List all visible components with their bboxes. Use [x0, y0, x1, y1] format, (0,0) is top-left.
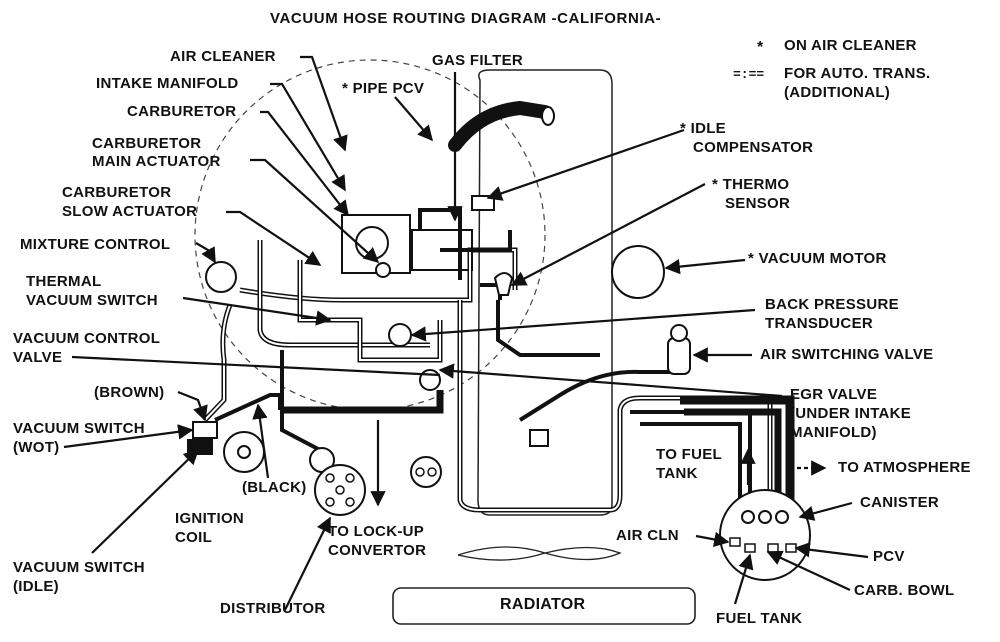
distributor-post — [345, 473, 355, 483]
label-canister: CANISTER — [860, 494, 940, 511]
back-pressure-transducer — [388, 323, 412, 347]
label-mixture-control: MIXTURE CONTROL — [20, 236, 171, 253]
vacuum-switch-idle — [187, 439, 213, 455]
label-fuel-tank-top-2: TANK — [656, 465, 698, 482]
label-ignition-2: COIL — [175, 529, 213, 546]
label-radiator: RADIATOR — [500, 596, 586, 613]
gas-filter-hose — [448, 100, 552, 152]
canister-port — [785, 543, 797, 553]
canister-port — [767, 543, 779, 553]
egr-bracket — [529, 429, 549, 447]
label-carb-slow-1: CARBURETOR — [62, 184, 172, 201]
label-air-switching-valve: AIR SWITCHING VALVE — [760, 346, 934, 363]
ignition-coil-center — [237, 445, 251, 459]
label-vcv-1: VACUUM CONTROL — [13, 330, 161, 347]
egr-valve — [419, 369, 441, 391]
mixture-control-bulb — [205, 261, 237, 293]
canister-port — [741, 510, 755, 524]
label-black: (BLACK) — [242, 479, 307, 496]
label-vs-wot-2: (WOT) — [13, 439, 60, 456]
label-pcv: PCV — [873, 548, 905, 565]
label-egr-3: MANIFOLD) — [790, 424, 877, 441]
canister-port — [729, 537, 741, 547]
canister-port — [758, 510, 772, 524]
vacuum-switch-wot — [192, 421, 218, 439]
label-egr-1: EGR VALVE — [790, 386, 878, 403]
label-air-cln: AIR CLN — [616, 527, 679, 544]
label-distributor: DISTRIBUTOR — [220, 600, 326, 617]
label-idle-comp-1: * IDLE — [680, 120, 726, 137]
label-vs-idle-1: VACUUM SWITCH — [13, 559, 145, 576]
label-lockup-1: TO LOCK-UP — [328, 523, 425, 540]
pulley — [410, 456, 442, 488]
distributor-post — [345, 497, 355, 507]
label-vs-idle-2: (IDLE) — [13, 578, 59, 595]
air-cleaner-outline — [194, 59, 546, 411]
label-gas-filter: GAS FILTER — [432, 52, 524, 69]
label-vacuum-motor: * VACUUM MOTOR — [748, 250, 887, 267]
pulley-hole — [427, 467, 437, 477]
label-intake-manifold: INTAKE MANIFOLD — [96, 75, 239, 92]
legend-dash-text-1: FOR AUTO. TRANS. — [784, 65, 931, 82]
canister-port — [775, 510, 789, 524]
label-pipe-pcv: * PIPE PCV — [342, 80, 425, 97]
hose-bundle — [203, 208, 795, 513]
label-bpt-1: BACK PRESSURE — [765, 296, 899, 313]
radiator-shroud — [477, 69, 613, 516]
legend-asterisk-text: ON AIR CLEANER — [784, 37, 917, 54]
label-fuel-tank-top-1: TO FUEL — [656, 446, 722, 463]
radiator-box — [392, 587, 696, 625]
distributor-post — [335, 485, 345, 495]
legend-dash-symbol: =:== — [733, 67, 764, 82]
distributor-cap — [314, 464, 366, 516]
label-brown: (BROWN) — [94, 384, 165, 401]
carburetor-body — [341, 214, 411, 274]
label-carburetor: CARBURETOR — [127, 103, 237, 120]
leader-lines — [63, 55, 869, 611]
fan-blades — [457, 546, 622, 561]
distributor-post — [325, 473, 335, 483]
label-idle-comp-2: COMPENSATOR — [693, 139, 814, 156]
legend-dash-text-2: (ADDITIONAL) — [784, 84, 891, 101]
label-fuel-tank-bottom: FUEL TANK — [716, 610, 803, 627]
label-vcv-2: VALVE — [13, 349, 63, 366]
page-title: VACUUM HOSE ROUTING DIAGRAM -CALIFORNIA- — [270, 10, 662, 27]
label-carb-bowl: CARB. BOWL — [854, 582, 955, 599]
air-switching-valve-cap — [670, 324, 688, 342]
label-thermal-1: THERMAL — [26, 273, 102, 290]
legend-asterisk-symbol: * — [757, 39, 764, 56]
vacuum-motor — [611, 245, 665, 299]
label-to-atmosphere: TO ATMOSPHERE — [838, 459, 971, 476]
air-switching-valve — [667, 337, 691, 375]
canister-port — [744, 543, 756, 553]
label-egr-2: (UNDER INTAKE — [790, 405, 912, 422]
label-vs-wot-1: VACUUM SWITCH — [13, 420, 145, 437]
gas-filter-end — [541, 106, 555, 126]
label-air-cleaner: AIR CLEANER — [170, 48, 276, 65]
label-carb-main-1: CARBURETOR — [92, 135, 202, 152]
canister-body — [719, 489, 811, 581]
label-carb-main-2: MAIN ACTUATOR — [92, 153, 221, 170]
label-ignition-1: IGNITION — [175, 510, 245, 527]
label-bpt-2: TRANSDUCER — [765, 315, 873, 332]
thermo-sensor — [493, 272, 514, 296]
thermal-vacuum-switch — [375, 262, 391, 278]
pulley-hole — [415, 467, 425, 477]
distributor-post — [325, 497, 335, 507]
label-carb-slow-2: SLOW ACTUATOR — [62, 203, 198, 220]
label-thermo-1: * THERMO — [712, 176, 790, 193]
label-thermo-2: SENSOR — [725, 195, 791, 212]
label-thermal-2: VACUUM SWITCH — [26, 292, 158, 309]
label-lockup-2: CONVERTOR — [328, 542, 427, 559]
